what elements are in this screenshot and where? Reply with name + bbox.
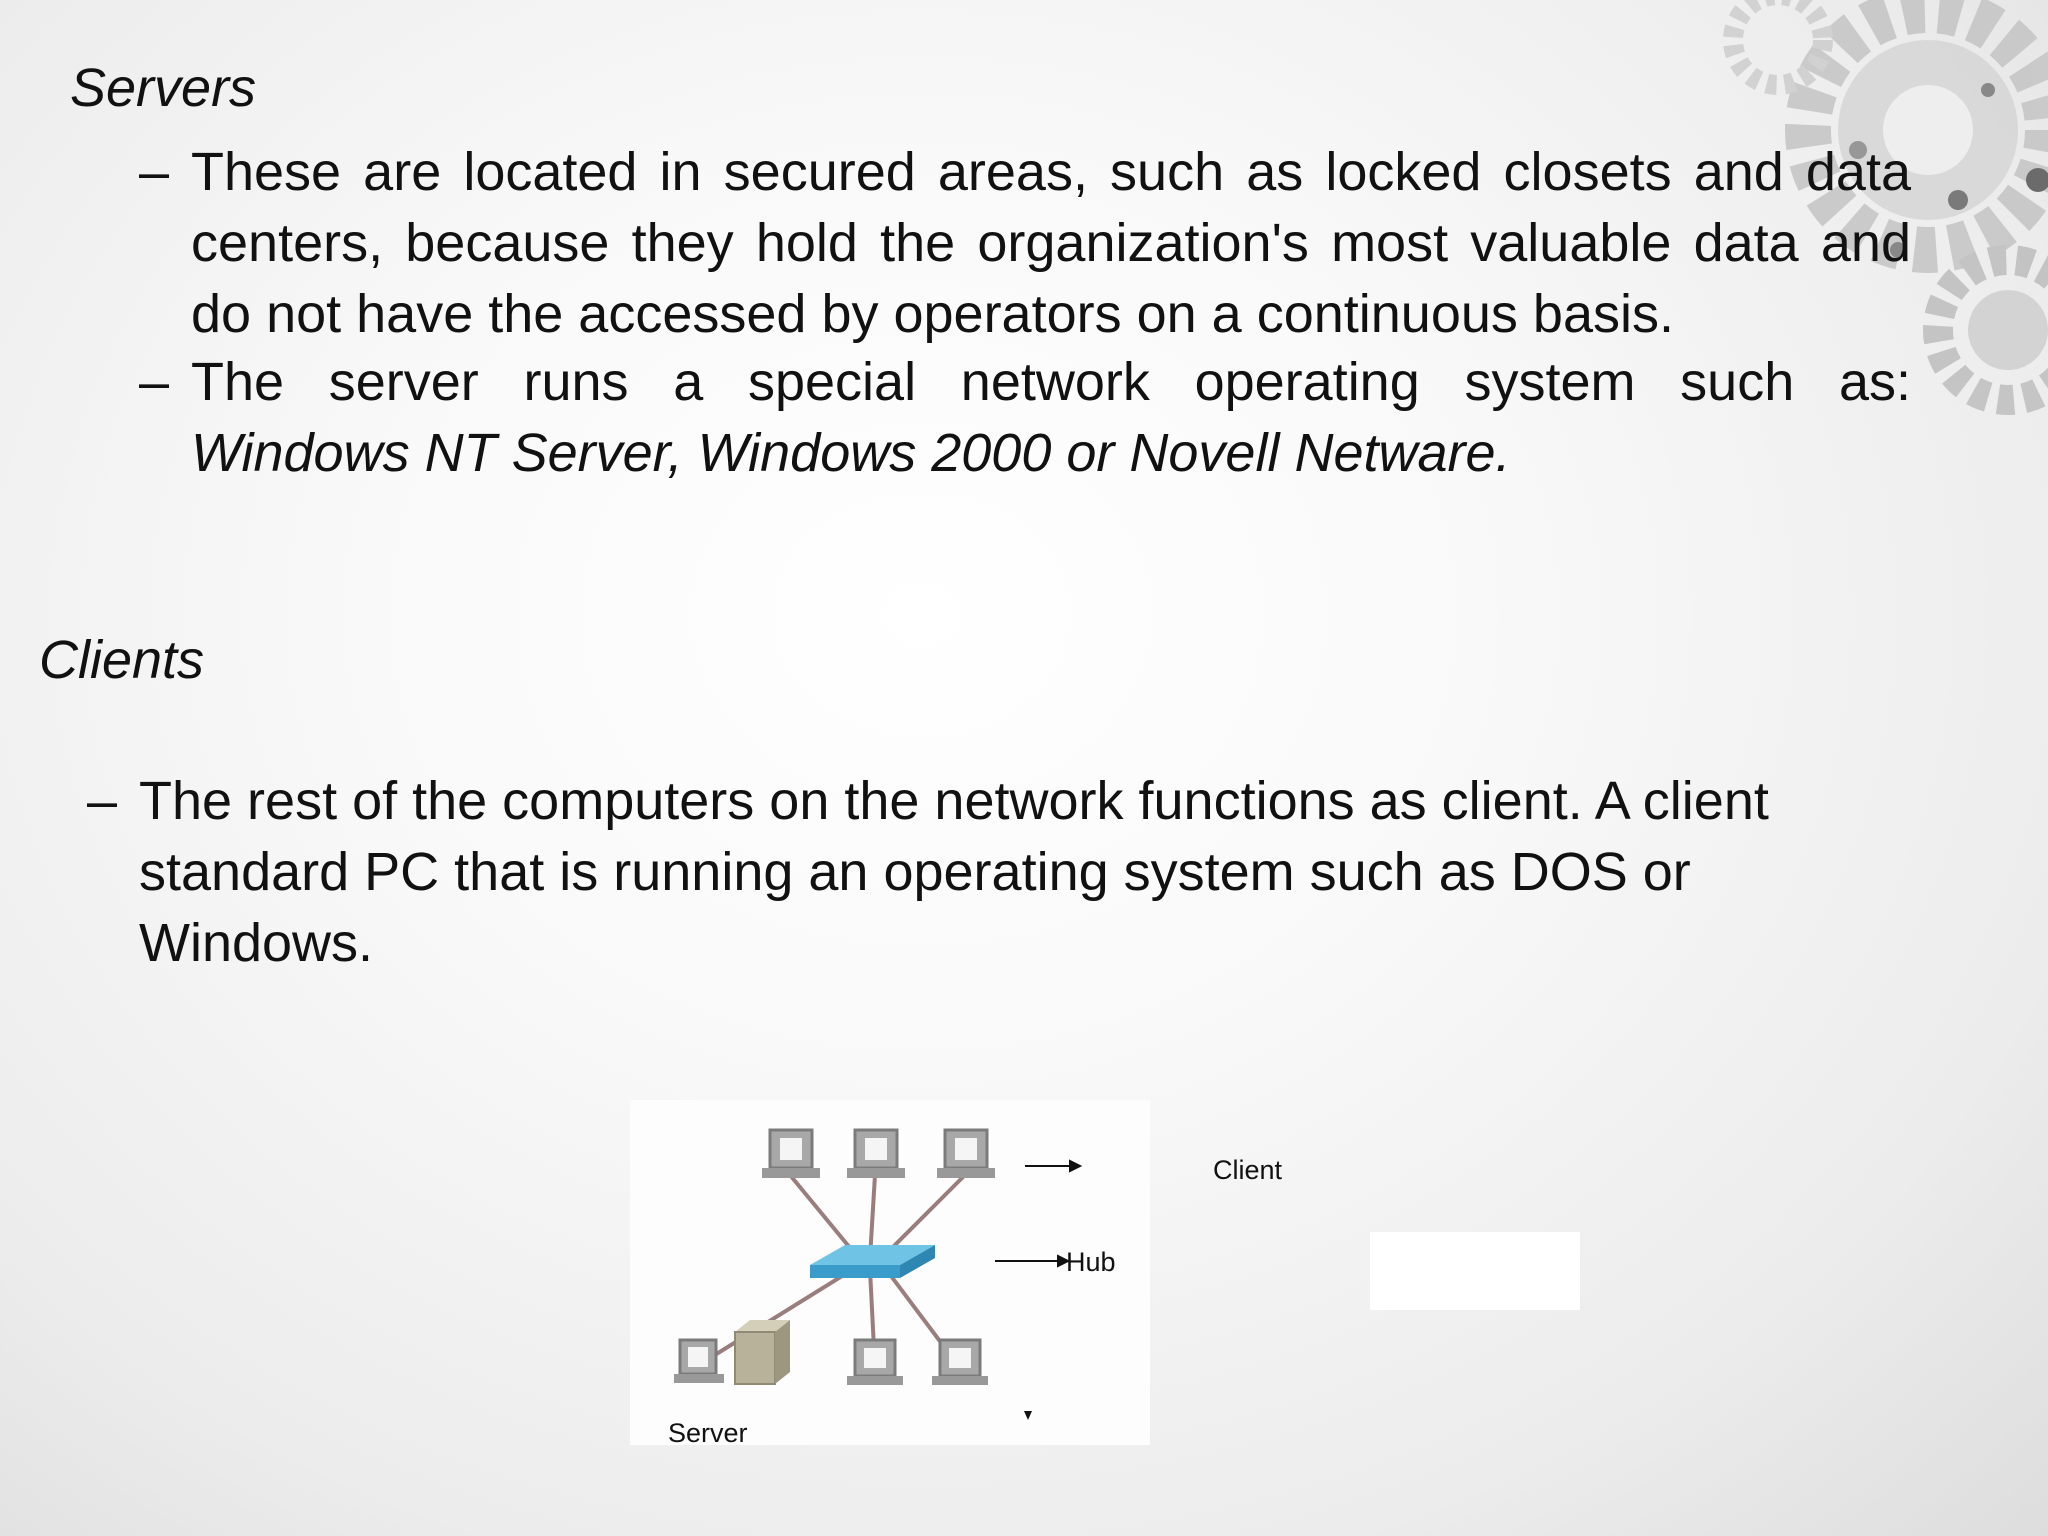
dash-icon: – (139, 142, 170, 202)
clients-heading: Clients (39, 630, 205, 690)
servers-bullet-1-text: These are located in secured areas, such… (191, 142, 1911, 344)
client-computer-icon (847, 1128, 905, 1178)
client-computer-icon (937, 1128, 995, 1178)
down-marker-icon (1024, 1411, 1032, 1420)
clients-bullet-1-text: The rest of the computers on the network… (139, 771, 1769, 973)
arrows (995, 1159, 1083, 1268)
servers-bullet-2: – The server runs a special network oper… (139, 347, 1911, 489)
servers-bullet-2-italic-text: Windows NT Server, Windows 2000 or Novel… (191, 423, 1511, 483)
blank-box (1370, 1232, 1580, 1310)
hub-label: Hub (1066, 1247, 1116, 1277)
server-icon (734, 1320, 790, 1385)
servers-bullet-1: – These are located in secured areas, su… (139, 137, 1911, 350)
client-label: Client (1213, 1155, 1283, 1185)
server-workstation-icon (674, 1338, 724, 1383)
hub-icon (810, 1245, 935, 1278)
server-label: Server (668, 1418, 748, 1448)
dash-icon: – (87, 771, 118, 831)
servers-heading: Servers (70, 58, 257, 118)
servers-bullet-2-text: The server runs a special network operat… (191, 352, 1911, 412)
client-computer-icon (762, 1128, 820, 1178)
client-computer-icon (847, 1338, 903, 1385)
network-diagram: Client Hub Server (630, 1100, 1590, 1480)
dash-icon: – (139, 352, 170, 412)
gears-decoration-icon (1723, 0, 2048, 415)
clients-bullet-1: – The rest of the computers on the netwo… (87, 766, 1899, 979)
network-diagram-graphic (674, 1128, 1083, 1420)
client-computer-icon (932, 1338, 988, 1385)
